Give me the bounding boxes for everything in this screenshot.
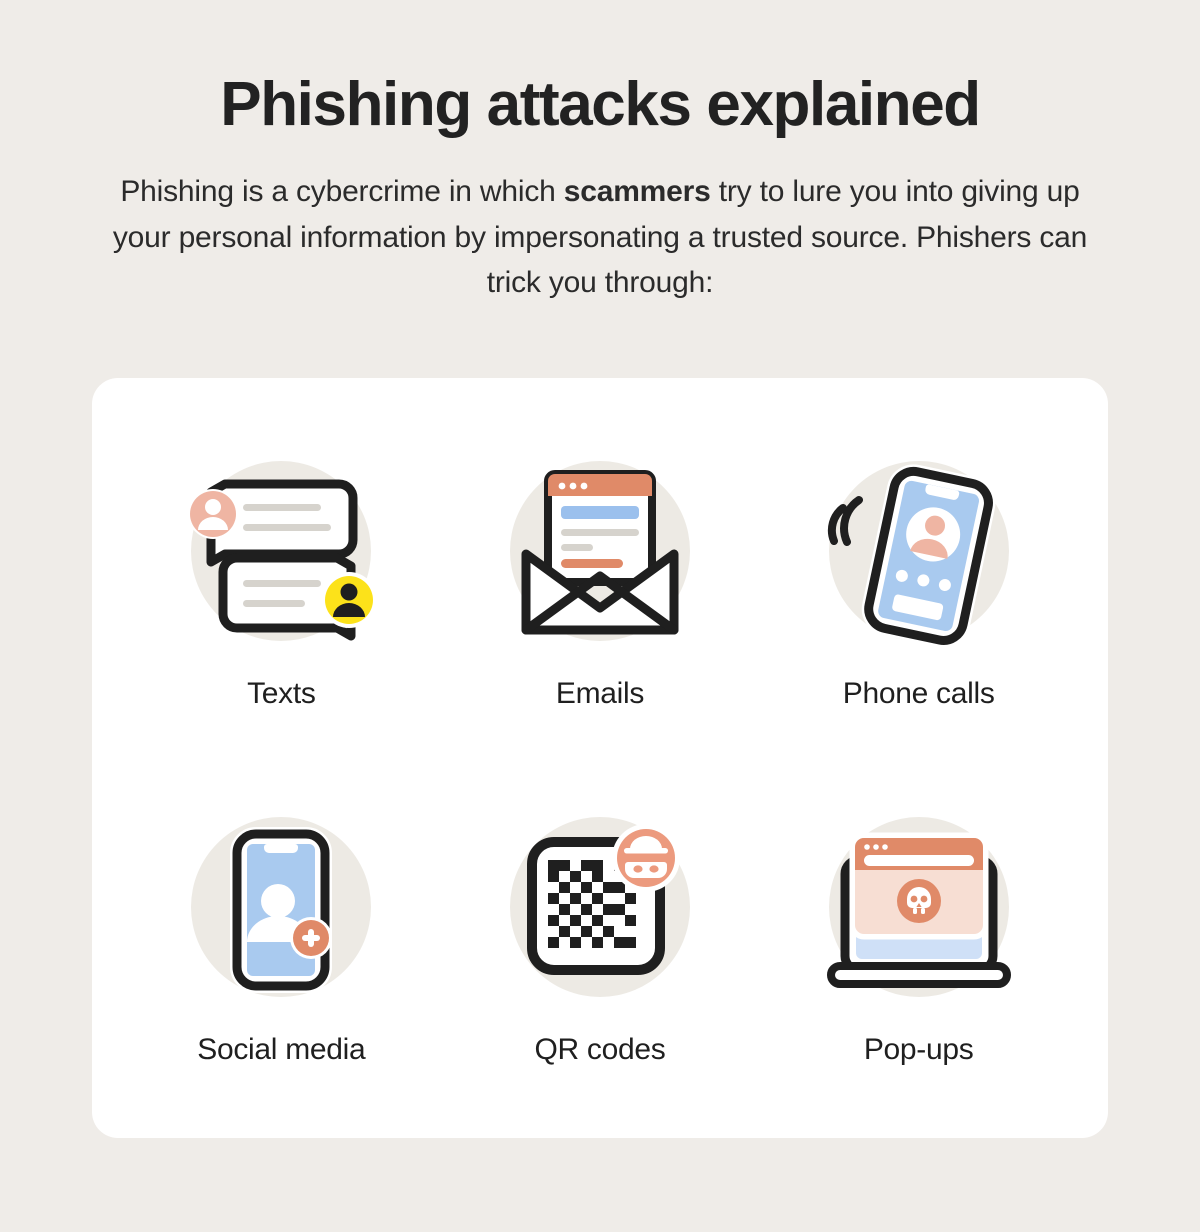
method-item-texts: Texts (122, 455, 441, 710)
subtitle-text-after: try to lure you into giving up your pers… (112, 175, 1088, 300)
eye-mask-icon (624, 862, 667, 878)
method-label-emails: Emails (555, 676, 645, 710)
header: Phishing attacks explained Phishing is a… (0, 0, 1200, 306)
method-label-phone-calls: Phone calls (842, 676, 995, 710)
pop-ups-icon-wrap (819, 811, 1019, 1011)
method-label-pop-ups: Pop-ups (863, 1032, 974, 1066)
method-item-pop-ups: Pop-ups (759, 811, 1078, 1066)
subtitle-text-before: Phishing is a cybercrime in which (120, 175, 564, 209)
fedora-hat-icon (629, 836, 662, 849)
method-item-qr-codes: QR codes (441, 811, 760, 1066)
method-label-social-media: Social media (197, 1032, 366, 1066)
open-envelope-icon (521, 470, 679, 635)
method-item-social-media: Social media (122, 811, 441, 1066)
page-title: Phishing attacks explained (220, 70, 981, 139)
qr-pattern (547, 860, 636, 948)
person-head-icon (261, 884, 296, 918)
emails-icon-wrap (500, 455, 700, 655)
address-bar (863, 855, 974, 866)
subtitle-emphasis: scammers (563, 175, 711, 209)
ringing-phone-icon (827, 464, 996, 648)
chat-bubbles-icon (188, 479, 378, 641)
phone-add-friend-icon (230, 827, 333, 993)
method-item-emails: Emails (441, 455, 760, 710)
methods-card: Texts (92, 378, 1108, 1138)
methods-grid: Texts (92, 378, 1108, 1138)
laptop-popup-skull-icon (826, 832, 1011, 988)
method-item-phone-calls: Phone calls (759, 455, 1078, 710)
social-media-icon-wrap (181, 811, 381, 1011)
texts-icon-wrap (181, 455, 381, 655)
phone-calls-icon-wrap (819, 455, 1019, 655)
method-label-texts: Texts (247, 676, 316, 710)
qr-codes-icon-wrap (500, 811, 700, 1011)
qr-code-incognito-icon (526, 824, 680, 975)
method-label-qr-codes: QR codes (534, 1032, 666, 1066)
page-subtitle: Phishing is a cybercrime in which scamme… (110, 169, 1090, 306)
